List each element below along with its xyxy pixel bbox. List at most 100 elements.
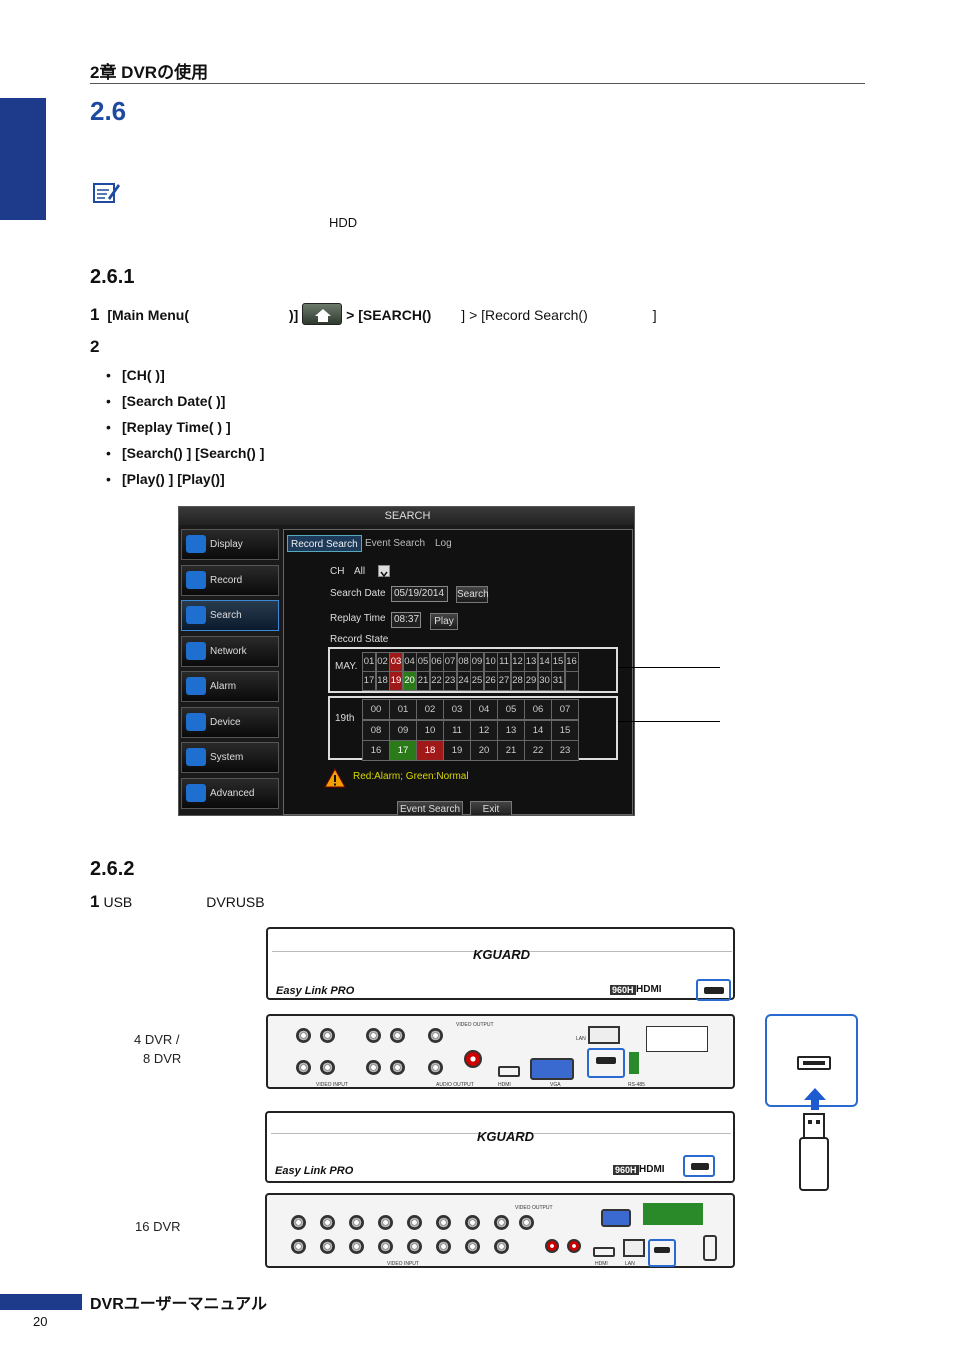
hour-cell[interactable]: 04 <box>470 699 498 720</box>
bnc-connector <box>465 1239 480 1254</box>
audio-jack-1 <box>545 1239 559 1253</box>
hour-cell[interactable]: 23 <box>551 740 579 761</box>
menu-record[interactable]: Record <box>181 564 279 596</box>
hour-cell[interactable]: 10 <box>416 719 444 741</box>
day-cell[interactable]: 13 <box>524 652 538 672</box>
bnc-connector <box>320 1239 335 1254</box>
day-cell[interactable]: 02 <box>375 652 390 672</box>
hour-cell[interactable]: 17 <box>389 740 417 761</box>
day-cell[interactable]: 08 <box>456 652 471 672</box>
model-label-16: Easy Link PRO <box>275 1165 354 1177</box>
day-cell[interactable]: 12 <box>510 652 525 672</box>
day-cell[interactable]: 03 <box>389 652 403 672</box>
menu-search[interactable]: Search <box>181 600 279 631</box>
rear-label-hdmi: HDMI <box>498 1082 511 1088</box>
day-cell[interactable]: 18 <box>375 671 390 691</box>
usb-port <box>704 987 724 994</box>
menu-advanced[interactable]: Advanced <box>181 777 279 809</box>
day-cell[interactable]: 27 <box>497 671 511 691</box>
legend-text: Red:Alarm; Green:Normal <box>353 771 469 782</box>
hour-cell[interactable]: 19 <box>443 740 471 761</box>
day-cell[interactable]: 16 <box>564 652 579 672</box>
hour-cell[interactable]: 18 <box>416 740 444 761</box>
day-cell[interactable]: 14 <box>537 652 552 672</box>
usb-port-front-highlight <box>696 979 731 1001</box>
tab-log[interactable]: Log <box>435 538 452 549</box>
bullet-replay-time: •[Replay Time( ) ] <box>106 419 231 435</box>
hour-cell[interactable]: 22 <box>524 740 552 761</box>
usb-closeup <box>765 1014 858 1107</box>
day-cell[interactable]: 20 <box>402 671 417 691</box>
tab-record-search[interactable]: Record Search <box>287 535 362 552</box>
search-button[interactable]: Search <box>456 586 489 603</box>
search-panel: Record Search Event Search Log CH All Se… <box>283 529 633 815</box>
hour-cell[interactable]: 01 <box>389 699 417 720</box>
hour-cell[interactable]: 00 <box>362 699 390 720</box>
hour-cell[interactable]: 16 <box>362 740 390 761</box>
exit-button[interactable]: Exit <box>470 801 512 815</box>
menu-device[interactable]: Device <box>181 706 279 738</box>
hour-cell[interactable]: 02 <box>416 699 444 720</box>
menu-system[interactable]: System <box>181 742 279 773</box>
usb-port-rear-highlight <box>587 1048 625 1078</box>
wrench-icon <box>186 783 206 802</box>
day-cell[interactable]: 22 <box>429 671 444 691</box>
callout-line-month <box>618 667 720 668</box>
hour-cell[interactable]: 06 <box>524 699 552 720</box>
hour-cell[interactable]: 07 <box>551 699 579 720</box>
menu-display[interactable]: Display <box>181 529 279 560</box>
hour-cell[interactable]: 20 <box>470 740 498 761</box>
brand-logo-16: KGUARD <box>477 1129 535 1144</box>
hour-cell[interactable]: 09 <box>389 719 417 741</box>
day-cell[interactable]: 09 <box>470 652 484 672</box>
day-cell[interactable]: 10 <box>483 652 498 672</box>
bnc-connector <box>428 1028 443 1043</box>
replay-time-field[interactable]: 08:37 <box>391 612 421 628</box>
bnc-connector <box>428 1060 443 1075</box>
hdd-text: HDD <box>329 215 358 230</box>
device-icon <box>186 712 206 731</box>
day-cell[interactable] <box>564 671 579 691</box>
day-cell[interactable]: 31 <box>551 671 565 691</box>
event-search-button[interactable]: Event Search <box>397 801 463 815</box>
day-cell[interactable]: 05 <box>416 652 430 672</box>
hour-cell[interactable]: 11 <box>443 719 471 741</box>
hour-cell[interactable]: 21 <box>497 740 525 761</box>
ch-value[interactable]: All <box>354 566 366 577</box>
day-cell[interactable]: 26 <box>483 671 498 691</box>
dvr-4-8-front: KGUARD Easy Link PRO 960H HDMI <box>266 927 735 1001</box>
hour-cell[interactable]: 03 <box>443 699 471 720</box>
hour-cell[interactable]: 14 <box>524 719 552 741</box>
day-cell[interactable]: 17 <box>362 671 376 691</box>
bnc-connector <box>519 1215 534 1230</box>
day-cell[interactable]: 23 <box>443 671 457 691</box>
day-cell[interactable]: 11 <box>497 652 511 672</box>
day-cell[interactable]: 01 <box>362 652 376 672</box>
day-cell[interactable]: 04 <box>402 652 417 672</box>
bnc-connector <box>366 1028 381 1043</box>
day-cell[interactable]: 30 <box>537 671 552 691</box>
hour-cell[interactable]: 15 <box>551 719 579 741</box>
day-cell[interactable]: 25 <box>470 671 484 691</box>
day-cell[interactable]: 24 <box>456 671 471 691</box>
step-1: 1 [Main Menu()] > [SEARCH()] > [Record S… <box>90 303 657 326</box>
960h-badge-16: 960H <box>613 1165 639 1175</box>
hour-cell[interactable]: 05 <box>497 699 525 720</box>
hour-cell[interactable]: 08 <box>362 719 390 741</box>
day-cell[interactable]: 28 <box>510 671 525 691</box>
brand-logo: KGUARD <box>473 947 531 962</box>
hour-cell[interactable]: 12 <box>470 719 498 741</box>
day-cell[interactable]: 07 <box>443 652 457 672</box>
day-cell[interactable]: 19 <box>389 671 403 691</box>
day-cell[interactable]: 06 <box>429 652 444 672</box>
menu-alarm[interactable]: Alarm <box>181 671 279 702</box>
day-cell[interactable]: 15 <box>551 652 565 672</box>
tab-event-search[interactable]: Event Search <box>365 538 426 549</box>
play-button[interactable]: Play <box>430 613 458 630</box>
day-cell[interactable]: 29 <box>524 671 538 691</box>
menu-network[interactable]: Network <box>181 635 279 667</box>
search-date-field[interactable]: 05/19/2014 <box>391 586 448 602</box>
hour-cell[interactable]: 13 <box>497 719 525 741</box>
day-cell[interactable]: 21 <box>416 671 430 691</box>
chevron-down-icon[interactable] <box>378 565 390 578</box>
